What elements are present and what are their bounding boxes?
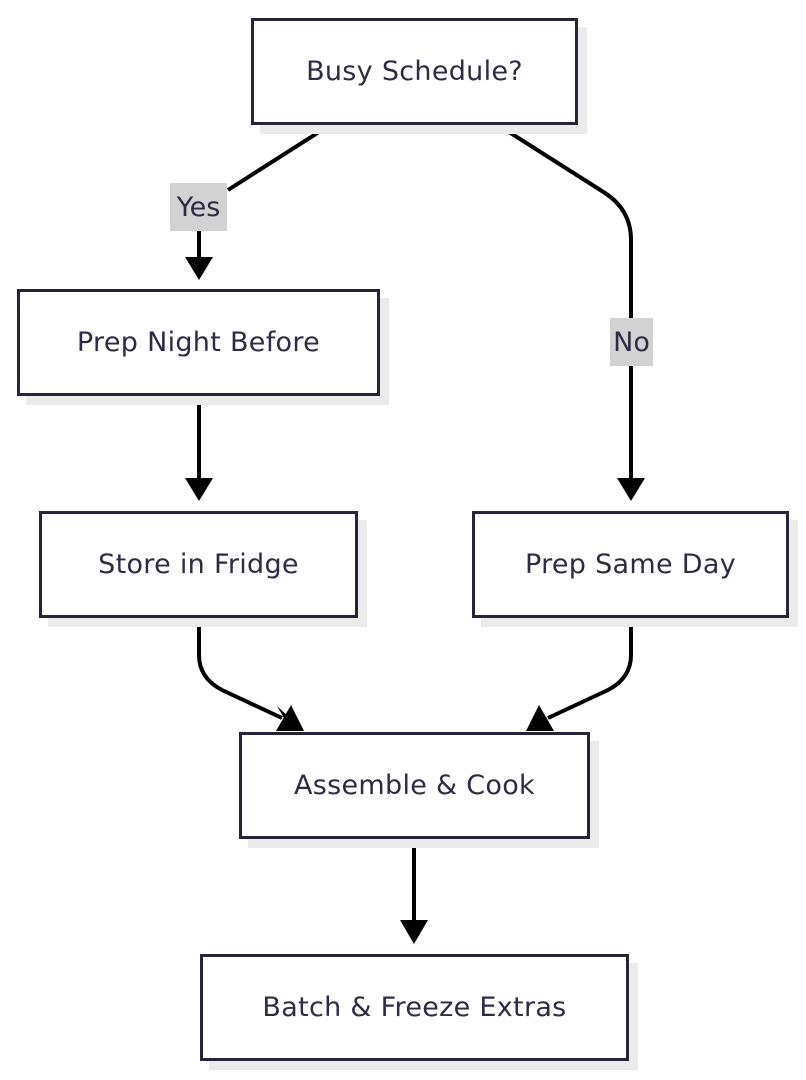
arrowhead-assemble-right: [526, 705, 554, 731]
edge-busy-to-prep-night: [197, 123, 332, 257]
arrowhead-prep-same: [617, 478, 645, 501]
node-busy-schedule: Busy Schedule?: [251, 18, 578, 125]
node-batch-freeze-extras: Batch & Freeze Extras: [200, 954, 629, 1061]
arrowhead-prep-night: [185, 257, 213, 280]
edge-busy-to-prep-same: [496, 123, 633, 478]
edge-store-to-assemble: [197, 618, 283, 720]
edge-label-yes: Yes: [170, 183, 227, 231]
node-store-in-fridge: Store in Fridge: [39, 511, 358, 618]
edge-prep-same-to-assemble: [547, 618, 633, 720]
node-prep-same-day: Prep Same Day: [472, 511, 789, 618]
arrowhead-store: [185, 478, 213, 501]
arrowhead-batch: [400, 920, 428, 944]
node-assemble-cook: Assemble & Cook: [239, 732, 590, 839]
node-prep-night-before: Prep Night Before: [17, 289, 380, 396]
edge-label-no: No: [610, 318, 653, 366]
arrowhead-assemble-left-fill: [276, 705, 304, 731]
